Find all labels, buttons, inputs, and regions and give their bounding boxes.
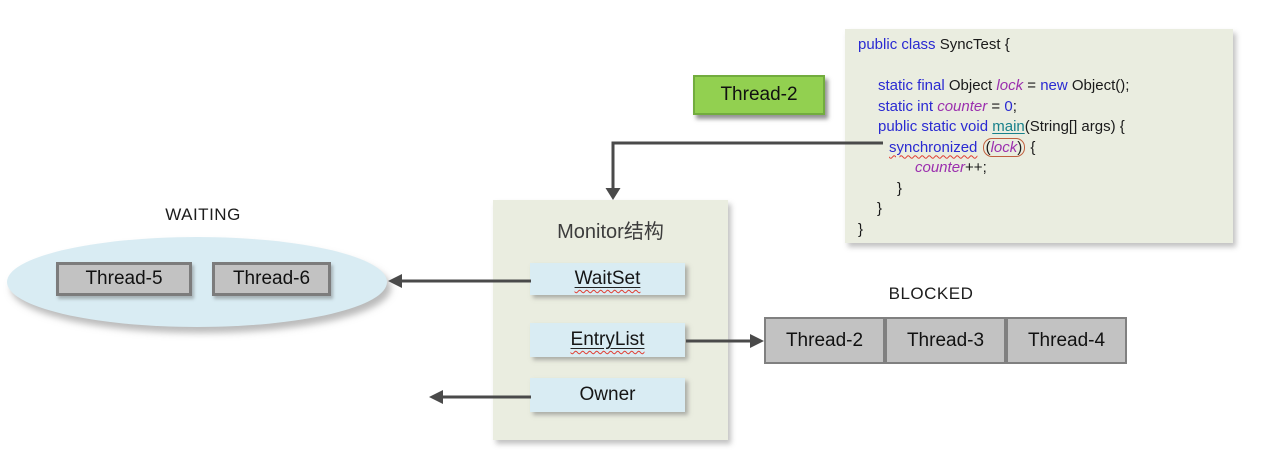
code-line-10: } — [858, 220, 864, 238]
blocked-label: BLOCKED — [888, 284, 974, 303]
waiting-thread-box: Thread-6 — [212, 262, 331, 296]
lock-highlight-oval: (lock) — [982, 137, 1026, 157]
monitor-slot-entrylist: EntryList — [530, 323, 685, 357]
code-line-1: public class SyncTest { — [858, 36, 1010, 53]
code-lines: public class SyncTest { static final Obj… — [845, 35, 1233, 240]
blocked-thread-box: Thread-2 — [764, 317, 885, 364]
monitor-slot-waitset: WaitSet — [530, 263, 685, 295]
monitor-slot-owner: Owner — [530, 378, 685, 412]
code-line-5: public static void main(String[] args) { — [878, 118, 1125, 135]
code-line-6: synchronized (lock) { — [889, 137, 1036, 157]
thread2-green-box: Thread-2 — [693, 75, 825, 115]
code-line-3: static final Object lock = new Object(); — [878, 77, 1130, 94]
code-line-9: } — [877, 200, 883, 217]
code-line-4: static int counter = 0; — [878, 97, 1017, 115]
arrow-code-to-monitor — [605, 141, 883, 200]
waiting-label: WAITING — [165, 205, 241, 224]
waiting-thread-box: Thread-5 — [56, 262, 192, 296]
code-line-2 — [845, 56, 1233, 77]
blocked-thread-box: Thread-4 — [1006, 317, 1127, 364]
code-panel — [845, 29, 1233, 243]
code-line-7: counter++; — [915, 159, 987, 176]
blocked-thread-box: Thread-3 — [885, 317, 1006, 364]
monitor-title: Monitor结构 — [557, 221, 664, 243]
code-line-8: } — [897, 179, 903, 197]
